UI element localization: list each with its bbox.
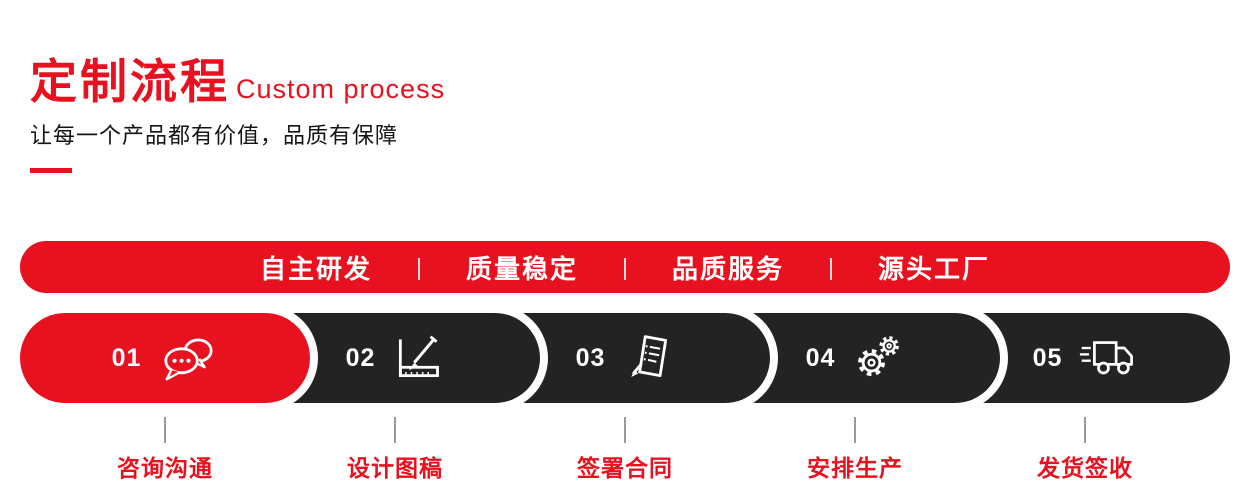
section-header: 定制流程 Custom process 让每一个产品都有价值，品质有保障 — [30, 58, 445, 173]
feature-item-2: 质量稳定 — [465, 253, 578, 284]
title-line: 定制流程 Custom process — [30, 58, 445, 105]
step-tick-4 — [854, 417, 856, 443]
page-title-en: Custom process — [236, 74, 446, 104]
step-number-4: 04 — [805, 343, 836, 372]
feature-separator: | — [416, 253, 422, 280]
process-steps: 01 02 — [20, 313, 1230, 493]
step-tick-1 — [164, 417, 166, 443]
feature-item-3: 品质服务 — [671, 253, 784, 284]
step-tick-5 — [1084, 417, 1086, 443]
step-number-1: 01 — [111, 343, 142, 372]
chat-bubbles-icon — [158, 333, 218, 383]
gears-icon — [852, 332, 904, 384]
page-title: 定制流程 — [30, 55, 230, 108]
feature-item-4: 源头工厂 — [877, 253, 990, 284]
step-tick-3 — [624, 417, 626, 443]
feature-separator: | — [622, 253, 628, 280]
contract-document-icon — [622, 332, 674, 384]
feature-banner: 自主研发 | 质量稳定 | 品质服务 | 源头工厂 — [20, 241, 1230, 293]
page-subtitle: 让每一个产品都有价值，品质有保障 — [30, 123, 399, 148]
step-number-3: 03 — [575, 343, 606, 372]
step-label-4: 安排生产 — [807, 455, 903, 481]
step-number-5: 05 — [1032, 343, 1063, 372]
step-label-2: 设计图稿 — [347, 455, 443, 481]
step-number-2: 02 — [345, 343, 376, 372]
step-pill-1: 01 — [20, 313, 310, 403]
step-tick-2 — [394, 417, 396, 443]
step-label-1: 咨询沟通 — [117, 455, 213, 481]
delivery-truck-icon — [1079, 335, 1137, 381]
step-label-3: 签署合同 — [577, 455, 673, 481]
feature-item-1: 自主研发 — [259, 253, 372, 284]
ruler-pencil-icon — [392, 332, 444, 384]
feature-separator: | — [828, 253, 834, 280]
accent-dash — [30, 168, 72, 173]
step-label-5: 发货签收 — [1037, 455, 1133, 481]
